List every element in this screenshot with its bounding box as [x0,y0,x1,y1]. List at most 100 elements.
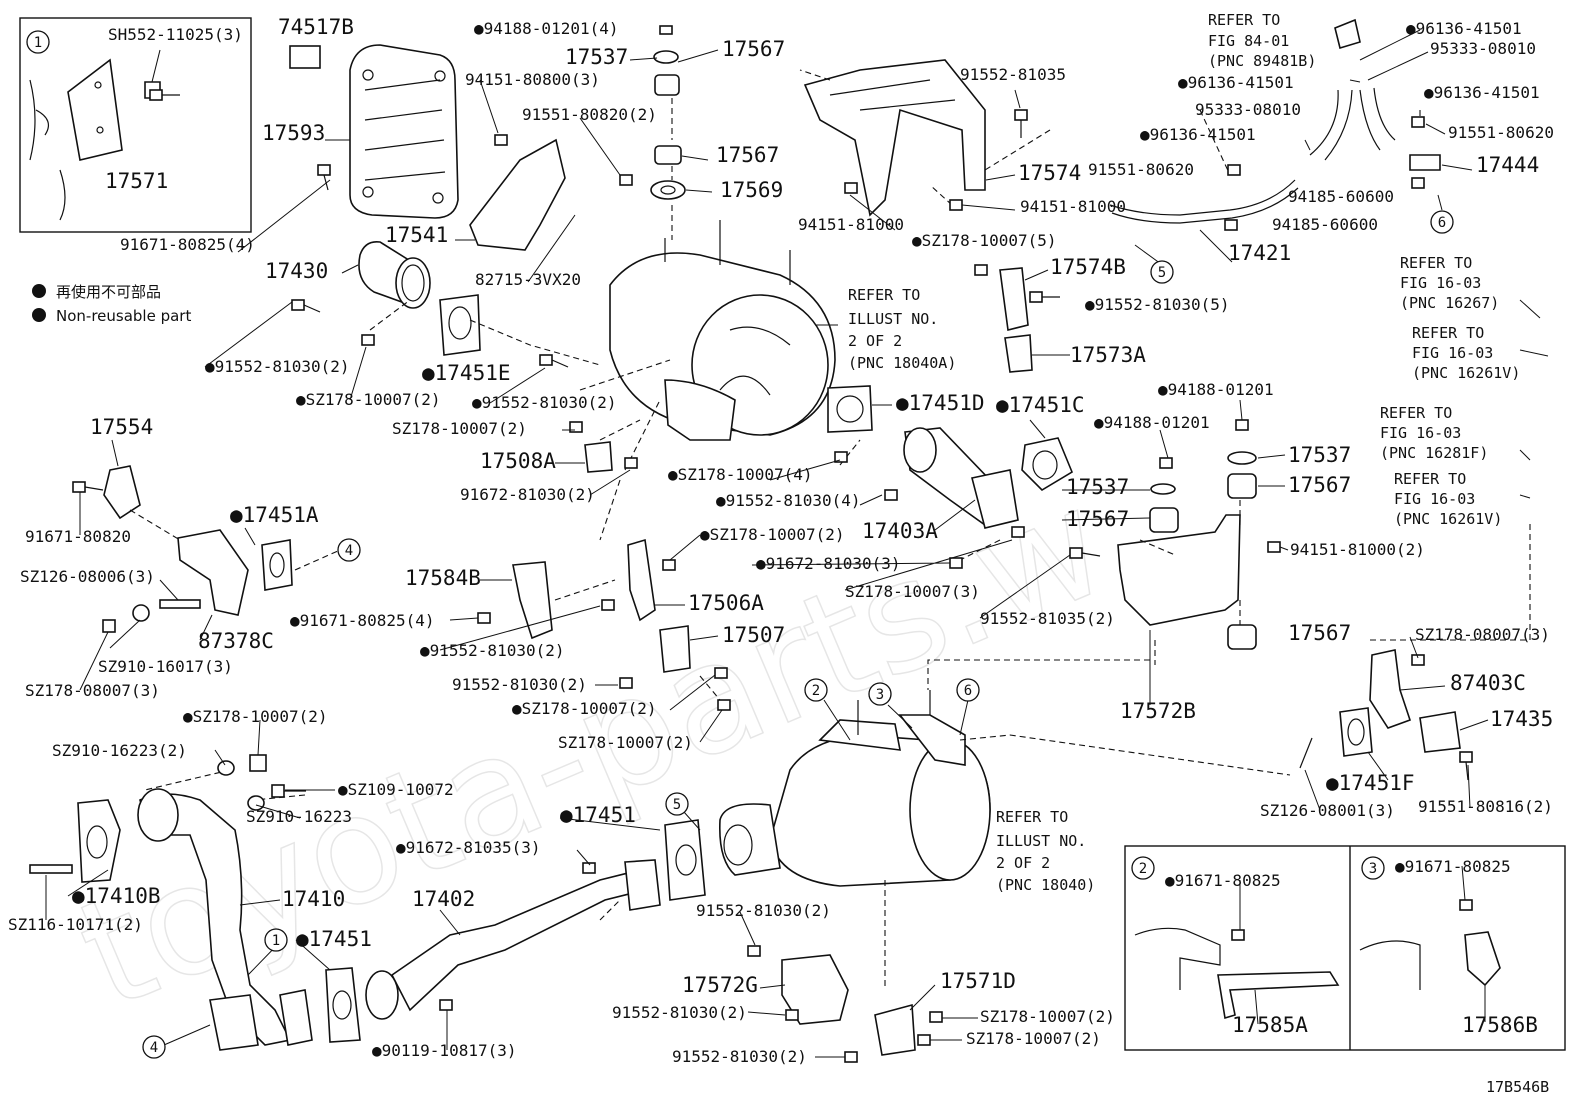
part-label: ●94188-01201(4) [474,19,619,38]
part-label: 91672-81030(2) [460,485,595,504]
part-label: ●96136-41501 [1406,19,1522,38]
callout-2: 2 [1131,856,1155,880]
part-label: (PNC 18040A) [848,354,956,372]
part-label: ●91671-80825 [1395,857,1511,876]
part-label: SZ178-10007(2) [558,733,693,752]
leader-lines [45,29,1549,1058]
part-label: SH552-11025(3) [108,25,243,44]
callout-5: 5 [665,792,689,816]
bracket-87403C [1369,649,1412,729]
part-label: ●17451 [296,927,372,951]
part-label: 91552-81030(2) [696,901,831,920]
part-label: SZ116-10171(2) [8,915,143,934]
part-label: 95333-08010 [1430,39,1536,58]
callout-3: 3 [868,682,892,706]
callout-4: 4 [337,538,361,562]
part-label: 17572B [1120,699,1196,723]
part-label: ●91552-81030(5) [1085,295,1230,314]
part-label: 91671-80820 [25,527,131,546]
part-label: SZ910-16017(3) [98,657,233,676]
callout-5: 5 [1150,260,1174,284]
callout-3: 3 [1361,856,1385,880]
part-label: 17435 [1490,707,1553,731]
callout-6: 6 [956,678,980,702]
assembly-dash-lines [129,69,1531,990]
part-label: 17537 [1066,475,1129,499]
part-label: FIG 16-03 [1400,274,1481,292]
part-label: REFER TO [996,808,1068,826]
mount-bracket-17574 [803,59,986,217]
part-label: (PNC 18040) [996,876,1095,894]
part-label: REFER TO [1412,324,1484,342]
part-label: 95333-08010 [1195,100,1301,119]
part-label: 17567 [1066,507,1129,531]
part-label: 17571 [105,169,168,193]
part-label: ILLUST NO. [848,310,938,328]
part-label: 17586B [1462,1013,1538,1037]
part-label: ●94188-01201 [1094,413,1210,432]
part-label: 17507 [722,623,785,647]
part-label: 17421 [1228,241,1291,265]
part-label: REFER TO [1400,254,1472,272]
callout-number: 5 [1158,265,1166,281]
label-74517B [289,45,321,69]
part-label: 17574B [1050,255,1126,279]
part-label: SZ178-08007(3) [1415,625,1550,644]
part-label: 17574 [1018,161,1081,185]
part-label: 17569 [720,178,783,202]
part-label: 17572G [682,973,758,997]
part-label: FIG 16-03 [1380,424,1461,442]
callout-number: 6 [1438,215,1446,231]
bracket-17572B [1117,514,1241,626]
part-label: ●SZ178-10007(4) [668,465,813,484]
part-label: SZ178-10007(2) [966,1029,1101,1048]
part-label: 17402 [412,887,475,911]
part-label: FIG 16-03 [1394,490,1475,508]
part-label: 17584B [405,566,481,590]
part-label: 17430 [265,259,328,283]
vacuum-hoses-17421 [1109,18,1441,224]
part-label: ●17410B [72,884,161,908]
part-label: 17585A [1232,1013,1308,1037]
inset-box-1 [19,17,252,233]
bracket-17541 [469,138,566,251]
part-label: 17567 [722,37,785,61]
callout-6: 6 [1430,210,1454,234]
part-label: ●17451D [896,391,985,415]
part-label: 17593 [262,121,325,145]
part-label: 91671-80825(4) [120,235,255,254]
part-label: 2 OF 2 [848,332,902,350]
part-label: REFER TO [1394,470,1466,488]
part-label: FIG 16-03 [1412,344,1493,362]
part-label: ●90119-10817(3) [372,1041,517,1060]
part-label: 94151-81000 [798,215,904,234]
part-label: (PNC 16261V) [1412,364,1520,382]
part-label: 91551-80820(2) [522,105,657,124]
part-label: ILLUST NO. [996,832,1086,850]
part-label: (PNC 16267) [1400,294,1499,312]
callout-number: 6 [964,683,972,699]
callout-number: 1 [34,35,42,51]
part-label: 94185-60600 [1272,215,1378,234]
legend-en-text: Non-reusable part [56,307,191,325]
part-label: 82715-3VX20 [475,270,581,289]
callout-number: 1 [272,933,280,949]
part-label: ●91552-81030(2) [472,393,617,412]
part-label: ●91671-80825 [1165,871,1281,890]
part-label: SZ910-16223(2) [52,741,187,760]
part-label: 94151-80800(3) [465,70,600,89]
part-label: 94185-60600 [1288,187,1394,206]
part-label: ●91672-81035(3) [396,838,541,857]
heat-insulator-17593 [349,44,459,219]
plate-17435 [1419,711,1461,753]
part-label: ●SZ109-10072 [338,780,454,799]
part-label: FIG 84-01 [1208,32,1289,50]
callout-number: 3 [1369,861,1377,877]
part-label: 91552-81030(2) [612,1003,747,1022]
part-label: ●91672-81030(3) [756,554,901,573]
part-label: ●91552-81030(2) [420,641,565,660]
part-label: ●96136-41501 [1424,83,1540,102]
part-label: 17541 [385,223,448,247]
